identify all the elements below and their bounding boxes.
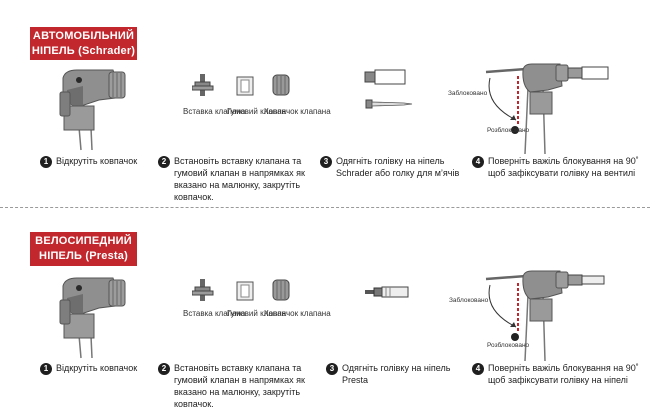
pump-head-illustration: [59, 69, 126, 151]
pump-head-illustration: [59, 277, 126, 359]
part-label-rubber: Гумовий клапан: [227, 107, 286, 116]
schrader-banner-line1: АВТОМОБІЛЬНИЙ: [32, 30, 135, 42]
lever-lock-illustration: [485, 63, 609, 155]
presta-banner-line2: НІПЕЛЬ (Presta): [39, 250, 128, 262]
step-text: Поверніть важіль блокування на 90˚ щоб з…: [488, 363, 639, 385]
step-number: 2: [158, 363, 170, 375]
section-divider: [0, 207, 650, 208]
part-label-cap: Ковпачок клапана: [264, 309, 331, 318]
valve-cap-illustration: [272, 74, 290, 96]
step-text: Встановіть вставку клапана та гумовий кл…: [174, 156, 305, 202]
schrader-section: АВТОМОБІЛЬНИЙ НІПЕЛЬ (Schrader) Вставка …: [0, 0, 650, 203]
presta-valve-illustration: [365, 286, 409, 298]
presta-banner-line1: ВЕЛОСИПЕДНИЙ: [35, 235, 132, 247]
step-text: Відкрутіть ковпачок: [56, 363, 138, 373]
step-number: 2: [158, 156, 170, 168]
step-text: Встановіть вставку клапана та гумовий кл…: [174, 363, 305, 409]
presta-banner: ВЕЛОСИПЕДНИЙ НІПЕЛЬ (Presta): [30, 232, 137, 266]
valve-insert-illustration: [192, 279, 214, 301]
part-label-insert: Вставка клапана: [183, 309, 246, 318]
rubber-valve-illustration: [236, 281, 254, 301]
schrader-banner-line2: НІПЕЛЬ (Schrader): [31, 45, 136, 57]
step-number: 1: [40, 363, 52, 375]
part-label-cap: Ковпачок клапана: [264, 107, 331, 116]
step-text: Поверніть важіль блокування на 90˚ щоб з…: [488, 156, 639, 178]
step-number: 3: [326, 363, 338, 375]
unlocked-label: Розблоковано: [487, 127, 530, 134]
rubber-valve-illustration: [236, 76, 254, 96]
step-number: 4: [472, 156, 484, 168]
part-label-rubber: Гумовий клапан: [227, 309, 286, 318]
part-label-insert: Вставка клапана: [183, 107, 246, 116]
valve-cap-illustration: [272, 279, 290, 301]
schrader-banner: АВТОМОБІЛЬНИЙ НІПЕЛЬ (Schrader): [30, 27, 137, 60]
valve-insert-illustration: [192, 74, 214, 96]
step-text: Відкрутіть ковпачок: [56, 156, 138, 166]
step-number: 4: [472, 363, 484, 375]
lever-lock-illustration: [485, 270, 605, 362]
unlocked-label: Розблоковано: [487, 342, 530, 349]
step-text: Одягніть голівку на ніпель Schrader або …: [336, 156, 460, 178]
locked-label: Заблоковано: [448, 90, 488, 97]
step-number: 3: [320, 156, 332, 168]
schrader-valve-needle-illustration: [364, 69, 413, 109]
step-text: Одягніть голівку на ніпель Presta: [342, 363, 451, 385]
step-number: 1: [40, 156, 52, 168]
presta-section: ВЕЛОСИПЕДНИЙ НІПЕЛЬ (Presta) Вставка кла…: [0, 215, 650, 420]
locked-label: Заблоковано: [449, 297, 489, 304]
